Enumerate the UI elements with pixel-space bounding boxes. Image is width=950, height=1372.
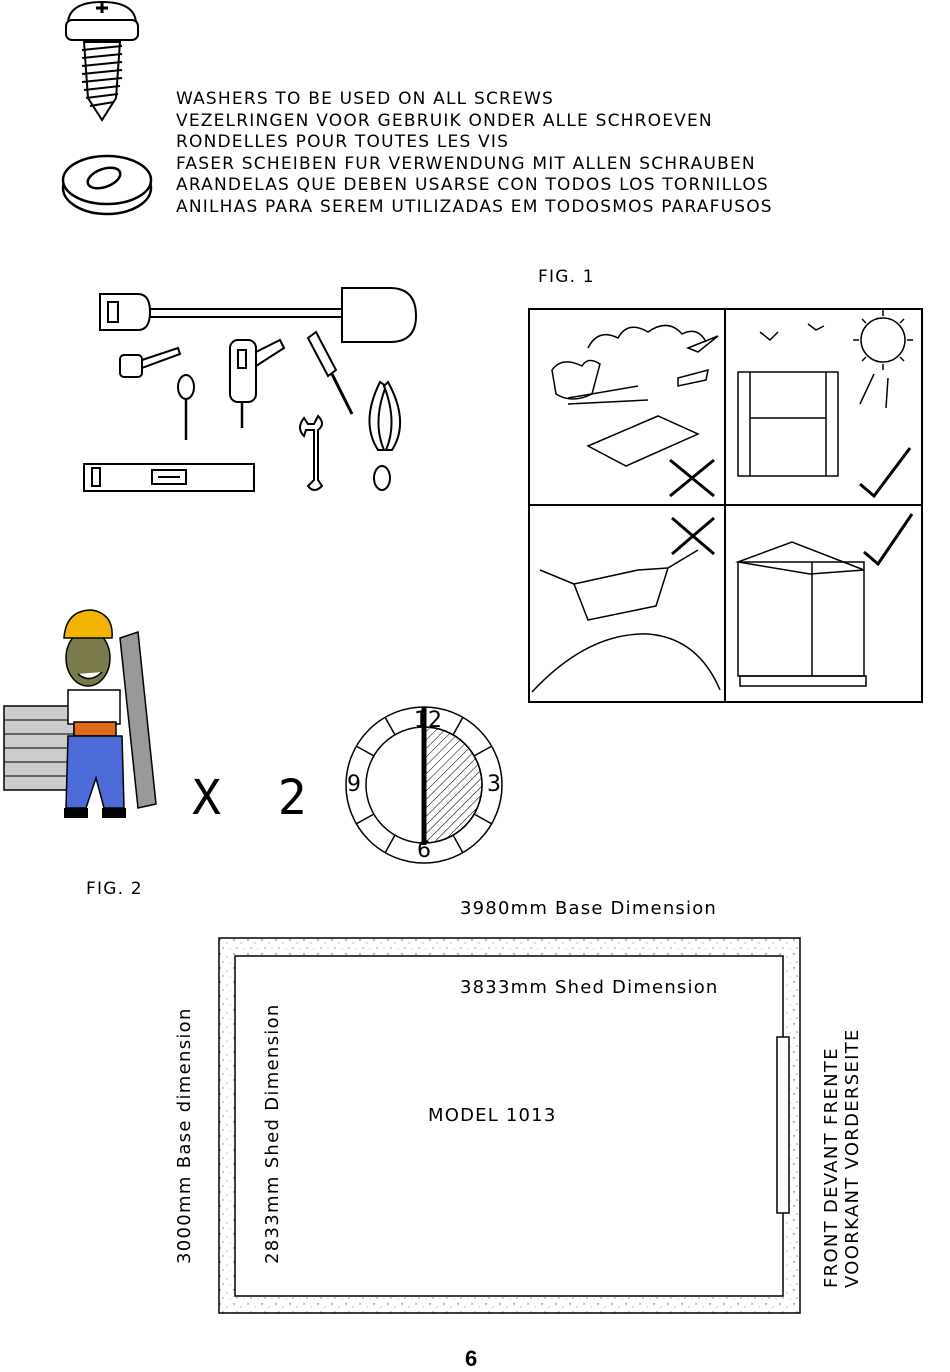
washer-line-de: FASER SCHEIBEN FUR VERWENDUNG MIT ALLEN … xyxy=(176,153,756,174)
shed-outline xyxy=(234,955,784,1297)
site-selection-grid xyxy=(528,308,923,703)
clock-6: 6 xyxy=(417,838,431,863)
sun-icon xyxy=(860,317,906,363)
floor-plan xyxy=(218,937,801,1314)
washer-line-en: WASHERS TO BE USED ON ALL SCREWS xyxy=(176,89,554,109)
washer-line-es: ARANDELAS QUE DEBEN USARSE CON TODOS LOS… xyxy=(176,175,769,195)
clock-12: 12 xyxy=(414,708,442,733)
page-number: 6 xyxy=(465,1346,478,1371)
model-label: MODEL 1013 xyxy=(428,1105,557,1126)
tools-illustration xyxy=(83,287,418,492)
cross-mark xyxy=(669,458,715,498)
screw-icon xyxy=(65,0,139,122)
wall-panel xyxy=(119,630,157,809)
fig2-label: FIG. 2 xyxy=(86,879,143,899)
tape-measure-icon xyxy=(119,354,143,378)
fig1-label: FIG. 1 xyxy=(538,267,595,287)
washer-icon xyxy=(61,154,153,216)
cross-mark-2 xyxy=(671,516,715,556)
washer-line-nl: VEZELRINGEN VOOR GEBRUIK ONDER ALLE SCHR… xyxy=(176,110,713,131)
shed-depth-dimension: 2833mm Shed Dimension xyxy=(262,1003,283,1264)
washer-line-pt: ANILHAS PARA SEREM UTILIZADAS EM TODOSMO… xyxy=(176,196,773,217)
pliers-icon xyxy=(368,380,388,451)
blowing-sheet xyxy=(586,415,700,467)
clock-3: 3 xyxy=(487,772,501,797)
worker-illustration xyxy=(3,609,157,818)
shed-width-dimension: 3833mm Shed Dimension xyxy=(460,977,719,998)
front-label-line1: FRONT DEVANT FRENTE xyxy=(821,1047,842,1288)
clock-diagram xyxy=(345,706,503,864)
hard-hat-icon xyxy=(63,609,113,639)
check-mark xyxy=(859,447,912,499)
screwdriver-icon xyxy=(306,330,338,378)
washer-instructions: WASHERS TO BE USED ON ALL SCREWS VEZELRI… xyxy=(176,89,773,218)
base-depth-dimension: 3000mm Base dimension xyxy=(174,1007,195,1264)
base-width-dimension: 3980mm Base Dimension xyxy=(460,898,718,919)
washer-line-fr: RONDELLES POUR TOUTES LES VIS xyxy=(176,132,510,152)
door-marker xyxy=(776,1036,790,1214)
front-label-line2: VOORKANT VORDERSEITE xyxy=(842,1028,863,1288)
quantity-multiplier: X 2 xyxy=(192,770,321,826)
check-mark-2 xyxy=(863,513,914,567)
clock-9: 9 xyxy=(347,772,361,797)
awl-icon xyxy=(177,374,195,400)
spanner-icon xyxy=(299,414,324,491)
